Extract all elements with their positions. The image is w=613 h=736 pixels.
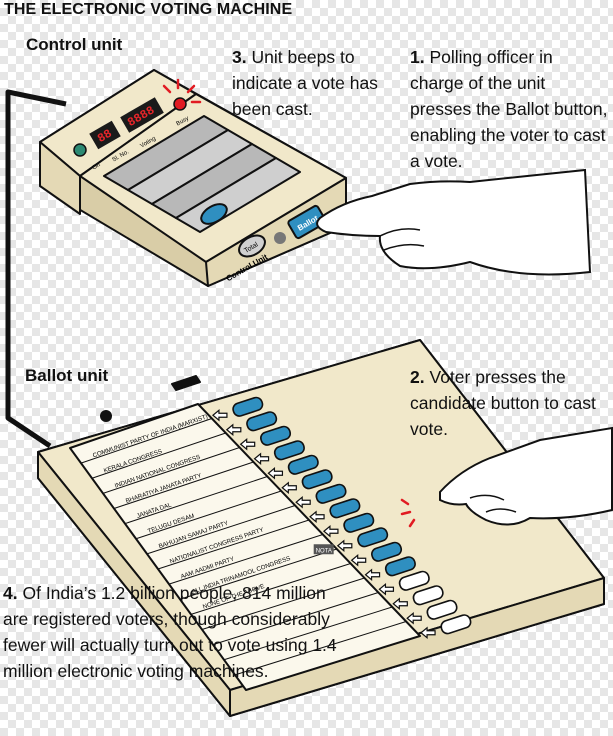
row-divider — [179, 548, 337, 600]
label-busy: Busy — [176, 116, 191, 128]
total-button[interactable]: Total — [235, 231, 268, 261]
row-divider — [168, 534, 324, 585]
row-divider — [201, 577, 365, 630]
display-left-value: 88 — [95, 127, 114, 146]
candidate-button[interactable] — [426, 599, 459, 621]
nota-badge — [313, 544, 334, 555]
candidate-arrow-icon — [350, 553, 367, 567]
row-divider — [157, 519, 310, 570]
candidate-button[interactable] — [398, 570, 431, 592]
ballot-unit-label: Ballot unit — [25, 366, 109, 385]
candidate-button[interactable] — [273, 439, 306, 461]
candidate-arrow-icon — [309, 510, 325, 524]
candidate-arrow-icon — [364, 568, 381, 582]
candidate-button[interactable] — [315, 483, 348, 505]
candidate-arrow-icon — [420, 626, 436, 640]
press-burst-icon — [400, 498, 416, 528]
candidate-arrow-icon — [225, 423, 242, 437]
nota-badge-label: NOTA — [316, 548, 332, 554]
row-divider — [102, 447, 240, 494]
candidate-arrow-icon — [253, 452, 270, 466]
row-divider — [212, 592, 379, 646]
beep-burst-icon — [162, 78, 202, 104]
control-unit-label: Control unit — [26, 35, 123, 54]
connecting-cable — [5, 89, 67, 449]
row-divider — [80, 418, 213, 464]
row-divider — [223, 606, 393, 661]
power-indicator-icon — [73, 143, 87, 157]
row-divider — [234, 621, 407, 676]
row-divider — [69, 403, 199, 449]
candidate-arrow-icon — [406, 611, 422, 625]
candidate-button[interactable] — [343, 512, 376, 534]
display-left — [89, 120, 121, 150]
row-divider — [135, 490, 282, 540]
candidate-button[interactable] — [287, 454, 320, 476]
step-1-caption: 1. Polling officer in charge of the unit… — [410, 47, 608, 171]
candidate-arrow-icon — [392, 597, 408, 611]
close-button[interactable] — [198, 200, 230, 228]
candidate-button[interactable] — [232, 396, 265, 418]
candidate-arrow-icon — [378, 582, 395, 596]
label-on: On — [92, 162, 102, 171]
candidate-arrow-icon — [295, 495, 311, 509]
step-4-caption: 4. Of India’s 1.2 billion people, 814 mi… — [3, 583, 337, 681]
candidate-arrow-icon — [323, 524, 339, 538]
row-divider — [124, 476, 268, 525]
candidate-button[interactable] — [412, 584, 445, 606]
candidate-arrow-icon — [212, 408, 228, 422]
row-divider — [146, 505, 296, 555]
candidate-button[interactable] — [356, 526, 389, 548]
ballot-unit-lamp-icon — [100, 410, 112, 422]
busy-indicator-icon — [173, 97, 187, 111]
page-title: THE ELECTRONIC VOTING MACHINE — [4, 1, 293, 18]
row-divider — [190, 563, 351, 615]
step-3-caption: 3. Unit beeps to indicate a vote has bee… — [232, 47, 378, 119]
row-divider — [113, 461, 254, 509]
candidate-button[interactable] — [301, 468, 334, 490]
candidate-button[interactable] — [329, 497, 362, 519]
step-2-caption: 2. Voter presses the candidate button to… — [410, 367, 596, 439]
candidate-arrow-icon — [267, 466, 284, 480]
hand-pressing-ballot-icon — [316, 168, 592, 276]
candidate-button[interactable] — [370, 541, 403, 563]
candidate-button[interactable] — [259, 425, 292, 447]
candidate-button[interactable] — [440, 613, 473, 635]
hand-pressing-candidate-icon — [439, 426, 613, 526]
ballot-button[interactable]: Ballot — [287, 204, 327, 240]
candidate-arrow-icon — [336, 539, 353, 553]
display-right — [120, 97, 164, 133]
candidate-arrow-icon — [281, 481, 297, 495]
row-divider — [91, 432, 226, 479]
candidate-arrow-icon — [239, 437, 256, 451]
candidate-button[interactable] — [384, 555, 417, 577]
speaker-grille-icon — [274, 232, 286, 244]
candidate-button[interactable] — [245, 410, 278, 432]
